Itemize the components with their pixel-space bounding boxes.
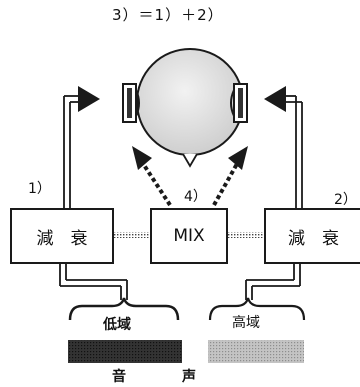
right-input-path [246, 264, 300, 300]
left-input-path [60, 264, 127, 300]
mix-block: MIX [150, 208, 228, 264]
label-1: 1） [28, 182, 51, 196]
headphone-right [231, 84, 247, 122]
headphone-left [123, 84, 139, 122]
sound-label: 音 声 [112, 370, 196, 384]
label-2: 2） [334, 193, 357, 207]
high-band-bar [208, 340, 304, 363]
mix-arrow-left [132, 146, 170, 205]
high-band-label: 高域 [232, 316, 260, 330]
link-right-mix [228, 232, 264, 238]
right-output-arrow [264, 86, 286, 112]
left-output-path [64, 96, 80, 208]
link-left-mix [114, 232, 150, 238]
attenuator-left: 減 衰 [10, 208, 114, 264]
attenuator-left-label: 減 衰 [37, 224, 88, 249]
attenuator-right-label: 減 衰 [288, 224, 339, 249]
left-output-arrow [78, 86, 100, 112]
label-4: 4） [184, 190, 207, 204]
low-band-label: 低域 [103, 318, 131, 332]
low-band-bar [68, 340, 182, 363]
attenuator-right: 減 衰 [264, 208, 360, 264]
mix-arrow-right [214, 146, 248, 205]
right-output-path [284, 96, 302, 208]
mix-label: MIX [173, 226, 204, 246]
formula: 3）＝1）＋2） [112, 8, 224, 23]
listener-head [137, 49, 243, 166]
